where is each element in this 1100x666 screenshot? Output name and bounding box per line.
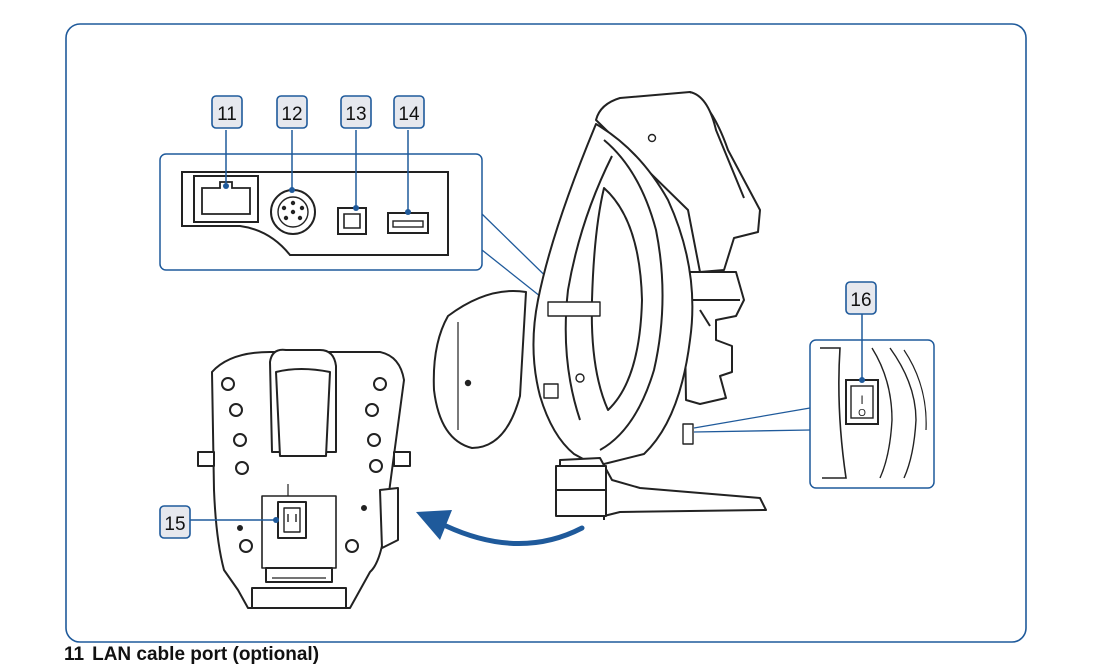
inset-guide-line: [693, 407, 811, 429]
caption-text: LAN cable port (optional): [92, 644, 320, 665]
callout-16: 16: [845, 281, 877, 315]
device-side-view: [432, 91, 767, 520]
figure-frame: [65, 23, 1027, 643]
callout-11: 11: [211, 95, 243, 129]
callout-label: 16: [850, 290, 871, 311]
port-inset-panel: [159, 130, 483, 271]
callout-label: 13: [345, 104, 366, 125]
caption-number: 11: [64, 644, 85, 665]
rotation-arrow-icon: [416, 510, 585, 546]
callout-label: 11: [217, 104, 237, 125]
inset-guide-line: [693, 429, 811, 433]
figure-caption: 11 LAN cable port (optional): [64, 644, 319, 666]
callout-13: 13: [340, 95, 372, 129]
switch-on-mark: I: [860, 393, 863, 407]
callout-14: 14: [393, 95, 425, 129]
callout-12: 12: [276, 95, 308, 129]
callout-label: 15: [164, 514, 185, 535]
callout-15: 15: [159, 505, 191, 539]
din-port-icon: [270, 189, 316, 235]
power-switch-inset: I O: [809, 304, 935, 489]
usb-b-port-icon: [337, 207, 367, 235]
callout-label: 14: [398, 104, 420, 125]
switch-off-mark: O: [858, 408, 866, 419]
device-bottom-view: [197, 348, 411, 609]
callout-label: 12: [281, 104, 302, 125]
